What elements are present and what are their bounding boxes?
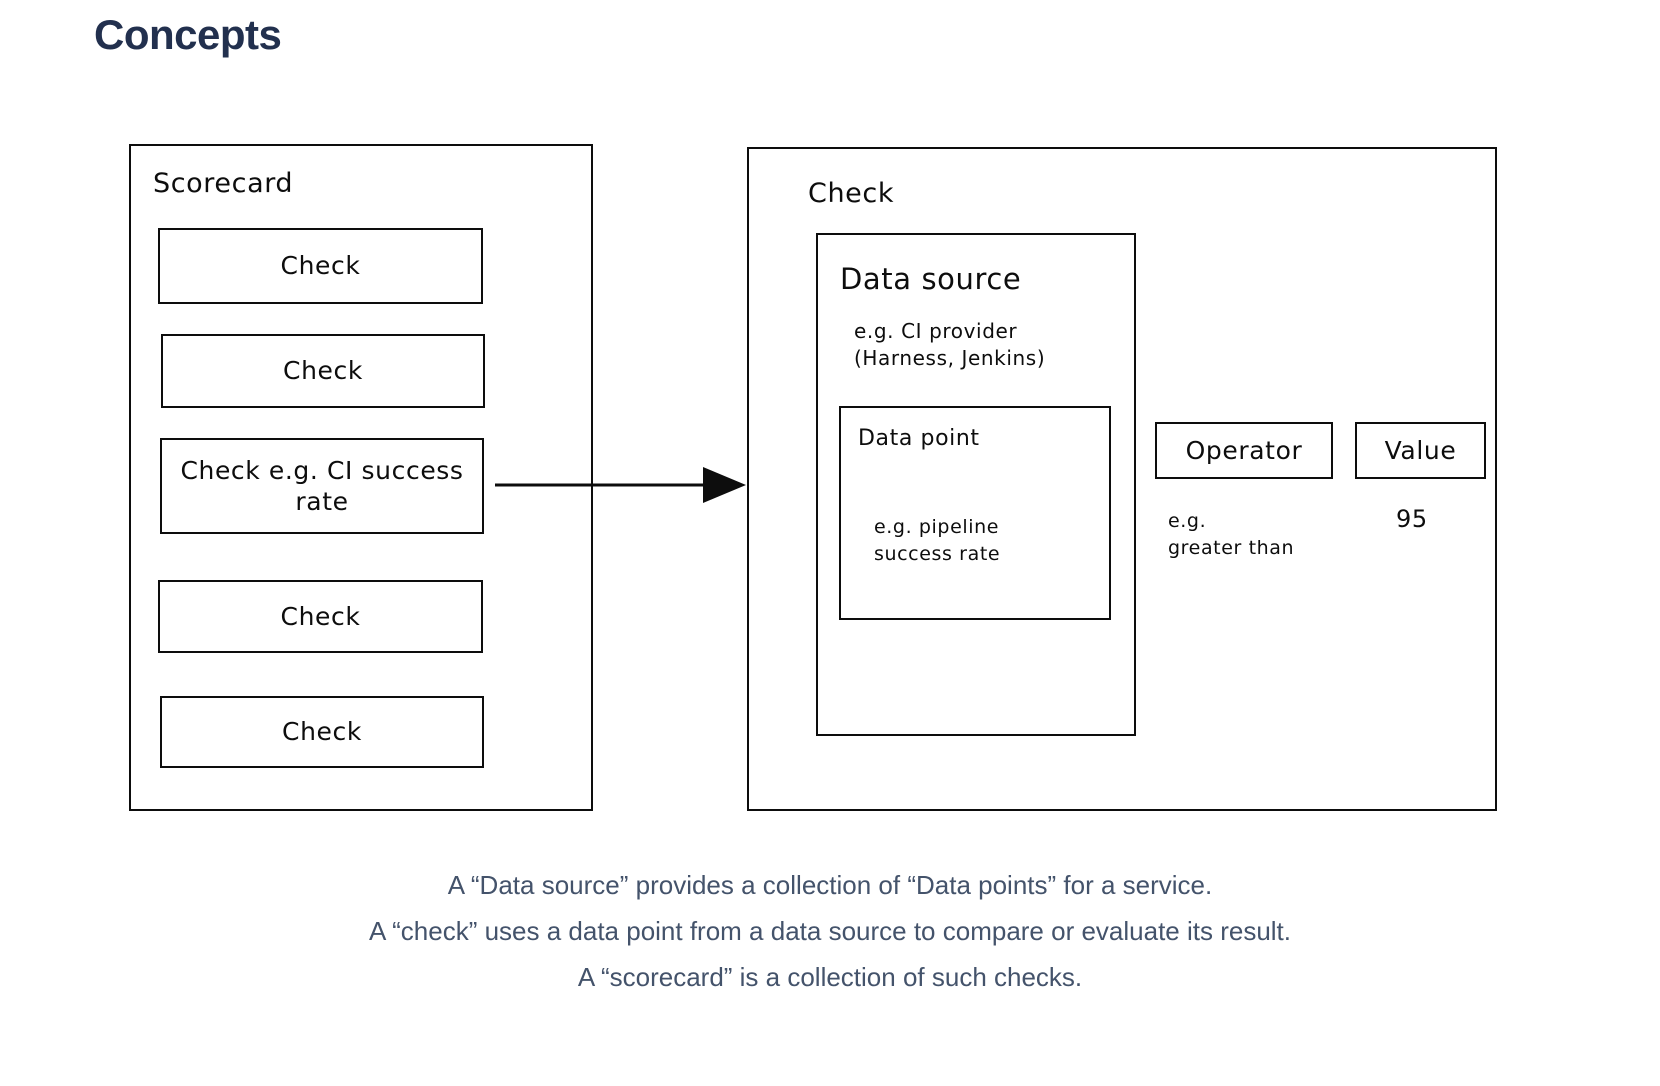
data-point-example: e.g. pipeline success rate xyxy=(874,516,1001,565)
data-source-label: Data source xyxy=(840,262,1022,296)
operator-example: e.g. greater than xyxy=(1168,510,1295,559)
operator-label: Operator xyxy=(1185,435,1303,465)
scorecard-check-item-3[interactable]: Check e.g. CI success rate xyxy=(160,438,484,534)
arrow-right-icon xyxy=(495,467,746,503)
operator-box[interactable]: Operator xyxy=(1155,422,1333,479)
scorecard-check-item-2[interactable]: Check xyxy=(161,334,485,408)
data-point-box[interactable] xyxy=(839,406,1111,620)
scorecard-check-item-4[interactable]: Check xyxy=(158,580,483,653)
check-panel-label: Check xyxy=(808,178,895,209)
check-item-label: Check e.g. CI success rate xyxy=(180,455,464,516)
check-item-label: Check xyxy=(280,251,361,281)
caption-line-1: A “Data source” provides a collection of… xyxy=(447,870,1213,900)
value-example: 95 xyxy=(1396,505,1428,533)
check-item-label: Check xyxy=(280,601,361,631)
check-item-label: Check xyxy=(283,356,363,386)
data-point-label: Data point xyxy=(858,426,980,451)
scorecard-check-item-1[interactable]: Check xyxy=(158,228,483,304)
scorecard-label: Scorecard xyxy=(153,168,294,199)
value-box[interactable]: Value xyxy=(1355,422,1486,479)
data-source-example: e.g. CI provider (Harness, Jenkins) xyxy=(854,319,1046,370)
check-item-label: Check xyxy=(282,717,362,747)
scorecard-check-item-5[interactable]: Check xyxy=(160,696,484,768)
value-label: Value xyxy=(1384,435,1457,465)
page-title: Concepts xyxy=(94,11,282,58)
caption-line-3: A “scorecard” is a collection of such ch… xyxy=(577,962,1083,992)
caption-line-2: A “check” uses a data point from a data … xyxy=(368,916,1292,946)
